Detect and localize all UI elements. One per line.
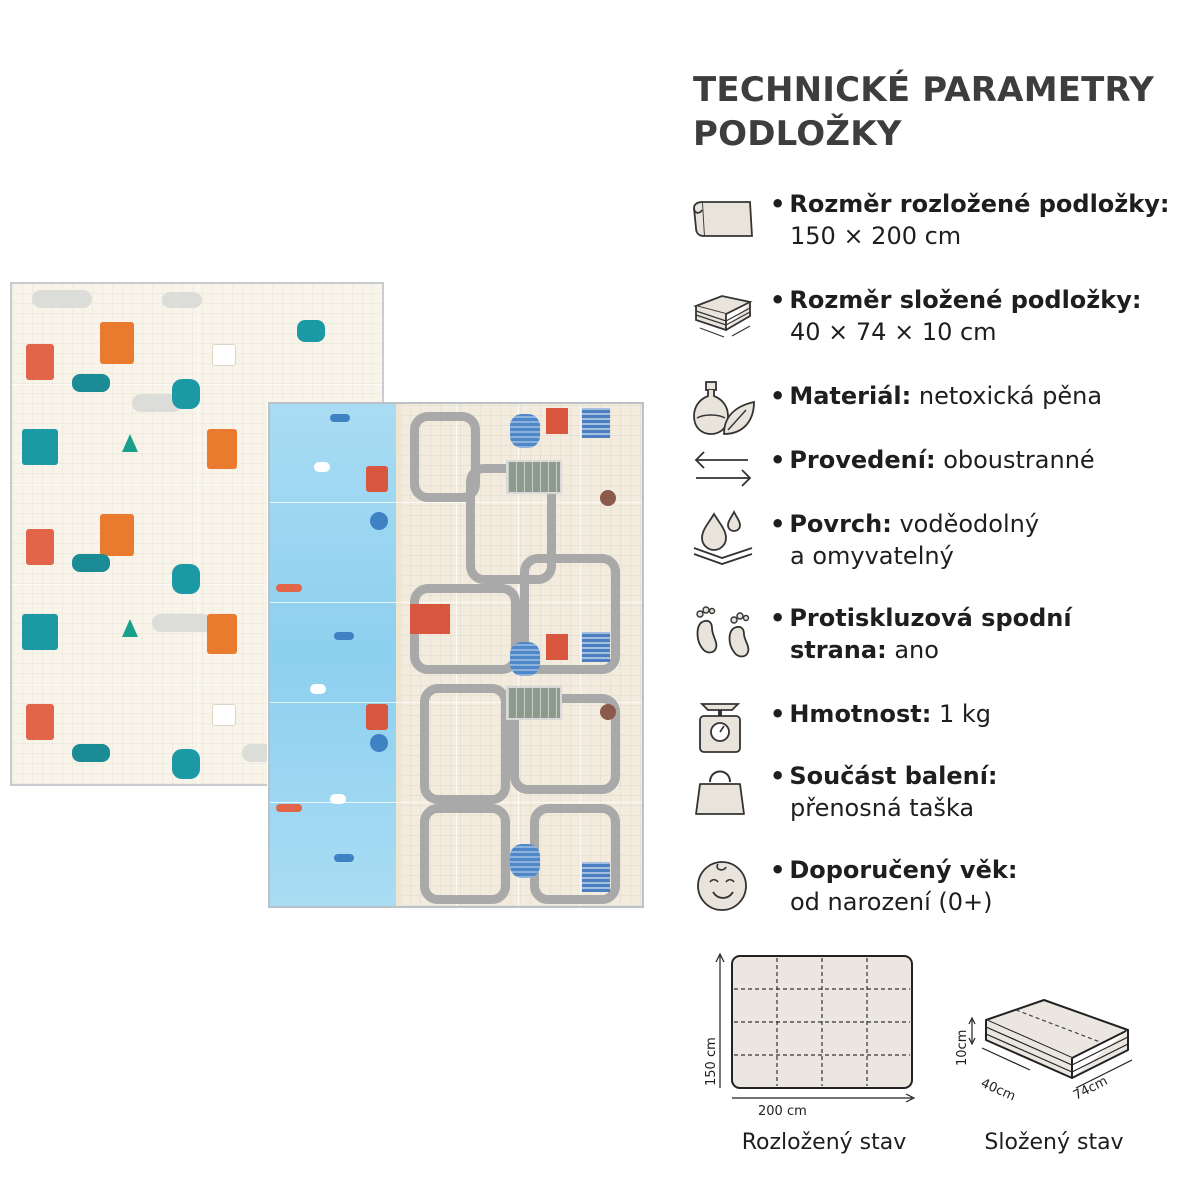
- bag-icon: [688, 760, 758, 820]
- scale-icon: [688, 698, 758, 758]
- spec-label-cont: strana:: [790, 636, 887, 664]
- spec-label: Materiál:: [789, 382, 912, 410]
- bullet: •: [770, 762, 786, 790]
- spec-anti-slip: •Protiskluzová spodní strana: ano: [688, 602, 1188, 672]
- footprints-icon: [688, 602, 758, 662]
- page-title-line2: PODLOŽKY: [693, 114, 902, 154]
- bottle-leaf-icon: [688, 380, 758, 440]
- spec-text: •Rozměr rozložené podložky: 150 × 200 cm: [770, 188, 1190, 252]
- spec-value: přenosná taška: [790, 794, 975, 822]
- spec-value: oboustranné: [943, 446, 1095, 474]
- unfolded-diagram: 150 cm 200 cm: [696, 948, 928, 1124]
- spec-label: Hmotnost:: [789, 700, 932, 728]
- folded-height-label: 10cm: [955, 1030, 970, 1066]
- spec-text: •Materiál: netoxická pěna: [770, 380, 1190, 412]
- bullet: •: [770, 700, 786, 728]
- spec-value: 1 kg: [938, 700, 991, 728]
- rolled-mat-icon: [688, 188, 758, 248]
- spec-value: ano: [894, 636, 939, 664]
- spec-value: 150 × 200 cm: [790, 222, 962, 250]
- folded-mat-icon: [688, 284, 758, 344]
- folded-diagram: 10cm 40cm 74cm: [950, 990, 1150, 1116]
- spec-value: 40 × 74 × 10 cm: [790, 318, 997, 346]
- spec-text: •Provedení: oboustranné: [770, 444, 1190, 476]
- bullet: •: [770, 510, 786, 538]
- spec-surface: •Povrch: voděodolný a omyvatelný: [688, 508, 1188, 578]
- page-title-line1: TECHNICKÉ PARAMETRY: [693, 70, 1154, 110]
- spec-value: netoxická pěna: [918, 382, 1103, 410]
- spec-text: •Hmotnost: 1 kg: [770, 698, 1190, 730]
- spec-folded-size: •Rozměr složené podložky: 40 × 74 × 10 c…: [688, 284, 1188, 354]
- spec-label: Provedení:: [789, 446, 936, 474]
- spec-text: •Protiskluzová spodní strana: ano: [770, 602, 1190, 666]
- bullet: •: [770, 604, 786, 632]
- folded-depth-label: 40cm: [978, 1076, 1017, 1104]
- unfolded-caption: Rozložený stav: [741, 1130, 907, 1155]
- spec-package: •Součást balení: přenosná taška: [688, 760, 1188, 830]
- spec-execution: •Provedení: oboustranné: [688, 444, 1188, 514]
- spec-text: •Doporučený věk: od narození (0+): [770, 854, 1190, 918]
- spec-label: Součást balení:: [789, 762, 998, 790]
- folded-caption: Složený stav: [984, 1130, 1124, 1155]
- spec-text: •Povrch: voděodolný a omyvatelný: [770, 508, 1190, 572]
- spec-label: Povrch:: [789, 510, 892, 538]
- bullet: •: [770, 286, 786, 314]
- bullet: •: [770, 856, 786, 884]
- spec-value: od narození (0+): [790, 888, 993, 916]
- spec-text: •Součást balení: přenosná taška: [770, 760, 1190, 824]
- spec-label: Rozměr složené podložky:: [789, 286, 1142, 314]
- bullet: •: [770, 382, 786, 410]
- double-arrow-icon: [688, 444, 758, 504]
- spec-label: Doporučený věk:: [789, 856, 1018, 884]
- spec-text: •Rozměr složené podložky: 40 × 74 × 10 c…: [770, 284, 1190, 348]
- water-drops-icon: [688, 508, 758, 568]
- spec-label: Protiskluzová spodní: [789, 604, 1072, 632]
- folded-length-label: 74cm: [1071, 1074, 1110, 1104]
- unfolded-height-label: 150 cm: [704, 1037, 719, 1086]
- spec-value-cont: a omyvatelný: [790, 542, 954, 570]
- spec-weight: •Hmotnost: 1 kg: [688, 698, 1188, 768]
- bullet: •: [770, 446, 786, 474]
- unfolded-width-label: 200 cm: [758, 1104, 807, 1119]
- spec-age: •Doporučený věk: od narození (0+): [688, 854, 1188, 924]
- city-side-mat-image: [268, 402, 644, 908]
- spec-label: Rozměr rozložené podložky:: [789, 190, 1170, 218]
- spec-material: •Materiál: netoxická pěna: [688, 380, 1188, 450]
- spec-value: voděodolný: [899, 510, 1040, 538]
- bullet: •: [770, 190, 786, 218]
- baby-face-icon: [688, 854, 758, 914]
- page-title: TECHNICKÉ PARAMETRY PODLOŽKY: [693, 68, 1173, 156]
- spec-unfolded-size: •Rozměr rozložené podložky: 150 × 200 cm: [688, 188, 1188, 258]
